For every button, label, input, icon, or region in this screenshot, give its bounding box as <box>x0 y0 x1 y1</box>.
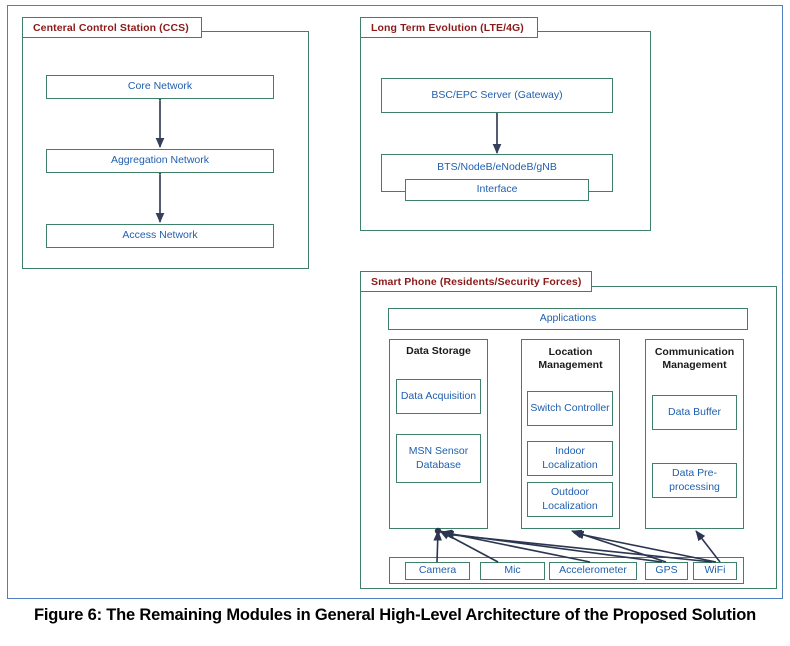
box-data-buffer: Data Buffer <box>652 395 737 430</box>
column-location-management <box>521 339 620 529</box>
panel-title-smart-phone: Smart Phone (Residents/Security Forces) <box>360 271 592 292</box>
box-interface: Interface <box>405 179 589 201</box>
panel-title-lte: Long Term Evolution (LTE/4G) <box>360 17 538 38</box>
box-sensor-camera: Camera <box>405 562 470 580</box>
box-bsc-epc-server: BSC/EPC Server (Gateway) <box>381 78 613 113</box>
box-sensor-accelerometer: Accelerometer <box>549 562 637 580</box>
box-indoor-localization: Indoor Localization <box>527 441 613 476</box>
box-switch-controller: Switch Controller <box>527 391 613 426</box>
box-sensor-gps: GPS <box>645 562 688 580</box>
box-outdoor-localization: Outdoor Localization <box>527 482 613 517</box>
panel-lte <box>360 31 651 231</box>
column-header-location-management: Location Management <box>538 346 603 371</box>
panel-title-ccs: Centeral Control Station (CCS) <box>22 17 202 38</box>
figure-caption: Figure 6: The Remaining Modules in Gener… <box>34 606 756 624</box>
box-aggregation-network: Aggregation Network <box>46 149 274 173</box>
box-applications: Applications <box>388 308 748 330</box>
box-core-network: Core Network <box>46 75 274 99</box>
box-data-preprocessing: Data Pre-processing <box>652 463 737 498</box>
box-data-acquisition: Data Acquisition <box>396 379 481 414</box>
outer-frame <box>7 5 783 599</box>
box-sensor-wifi: WiFi <box>693 562 737 580</box>
column-communication-management <box>645 339 744 529</box>
column-header-data-storage: Data Storage <box>406 345 471 358</box>
box-msn-sensor-database: MSN Sensor Database <box>396 434 481 483</box>
box-access-network: Access Network <box>46 224 274 248</box>
column-header-communication-management: Communication Management <box>654 346 735 371</box>
box-sensor-mic: Mic <box>480 562 545 580</box>
